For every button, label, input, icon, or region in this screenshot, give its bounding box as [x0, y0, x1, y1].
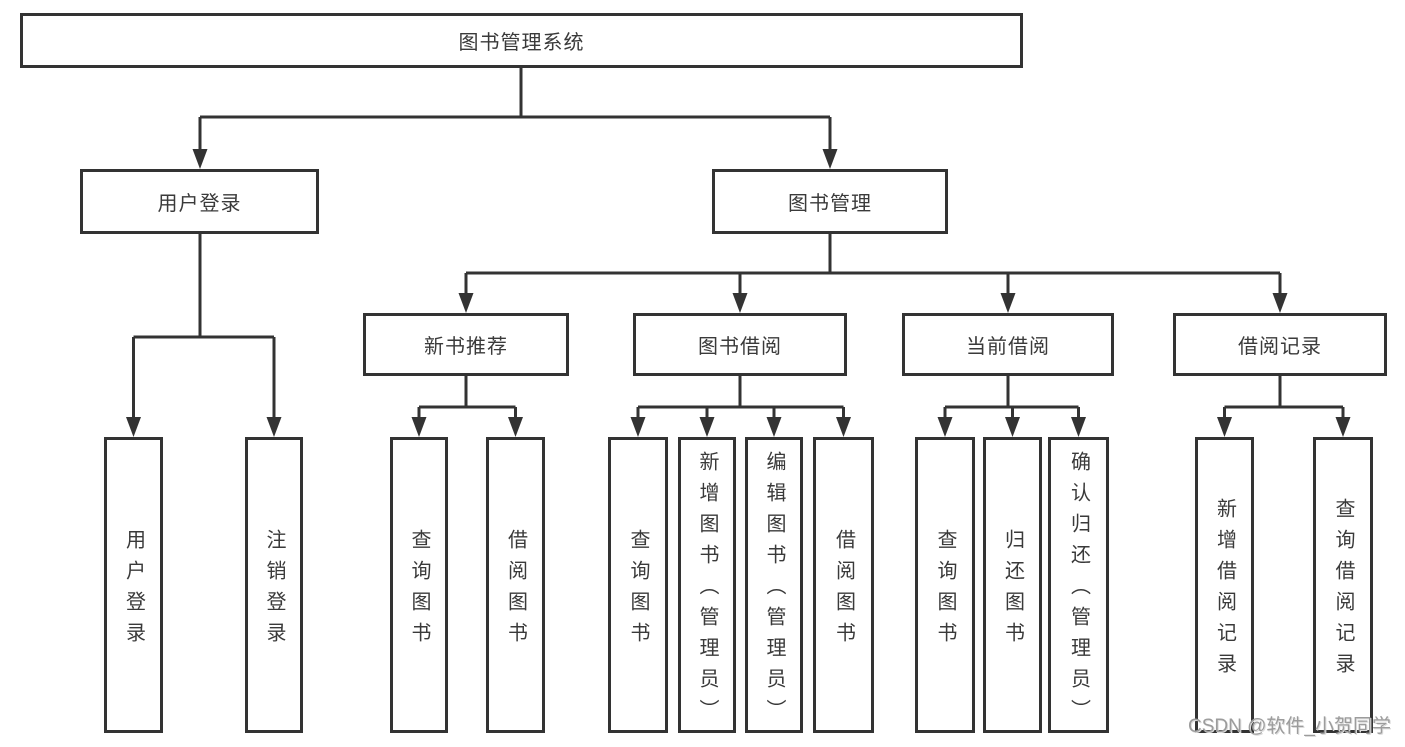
arrowhead-icon — [836, 417, 851, 437]
node-root: 图书管理系统 — [20, 13, 1023, 68]
leaf-user-login: 用户登录 — [104, 437, 163, 733]
node-borrow-records-label: 借阅记录 — [1238, 336, 1322, 358]
arrowhead-icon — [1071, 417, 1086, 437]
leaf-borrow-borrow-books: 借阅图书 — [813, 437, 874, 733]
leaf-newbook-query-books-label: 查询图书 — [408, 528, 430, 653]
arrowhead-icon — [126, 417, 141, 437]
leaf-current-return-books-label: 归还图书 — [1001, 528, 1024, 653]
arrowhead-icon — [1000, 293, 1016, 313]
leaf-logout-label: 注销登录 — [263, 528, 285, 653]
leaf-newbook-borrow-books-label: 借阅图书 — [504, 528, 527, 653]
node-book-management: 图书管理 — [712, 169, 948, 234]
arrowhead-icon — [937, 417, 953, 437]
node-user-login: 用户登录 — [80, 169, 319, 234]
leaf-current-return-books: 归还图书 — [983, 437, 1042, 733]
leaf-user-login-label: 用户登录 — [122, 528, 145, 653]
connector-new-book-children — [411, 376, 523, 437]
connector-current-borrow-children — [937, 376, 1086, 437]
leaf-records-add-label: 新增借阅记录 — [1213, 497, 1236, 684]
leaf-borrow-add-books-admin: 新增图书（管理员） — [678, 437, 736, 733]
leaf-logout: 注销登录 — [245, 437, 303, 733]
leaf-newbook-query-books: 查询图书 — [390, 437, 448, 733]
node-book-borrow-label: 图书借阅 — [698, 336, 782, 358]
leaf-newbook-borrow-books: 借阅图书 — [486, 437, 545, 733]
leaf-records-query-label: 查询借阅记录 — [1332, 497, 1354, 684]
leaf-records-query: 查询借阅记录 — [1313, 437, 1373, 733]
node-user-login-label: 用户登录 — [157, 193, 242, 215]
arrowhead-icon — [1217, 417, 1232, 437]
leaf-borrow-borrow-books-label: 借阅图书 — [832, 528, 855, 653]
arrowhead-icon — [192, 149, 208, 169]
connector-book-management-children — [458, 234, 1288, 313]
node-root-label: 图书管理系统 — [458, 32, 585, 54]
watermark: CSDN @软件_小贺同学 — [1188, 716, 1391, 737]
connector-book-borrow-children — [630, 376, 851, 437]
leaf-current-query-books: 查询图书 — [915, 437, 975, 733]
arrowhead-icon — [266, 417, 282, 437]
leaf-current-query-books-label: 查询图书 — [934, 528, 956, 653]
arrowhead-icon — [458, 293, 474, 313]
node-book-management-label: 图书管理 — [788, 193, 872, 215]
connector-borrow-records-children — [1217, 376, 1351, 437]
connector-root-to-level2 — [192, 68, 838, 169]
node-new-book-recommend: 新书推荐 — [363, 313, 569, 376]
arrowhead-icon — [1335, 417, 1351, 437]
arrowhead-icon — [508, 417, 523, 437]
node-new-book-recommend-label: 新书推荐 — [424, 336, 508, 358]
leaf-current-confirm-return-admin-label: 确认归还（管理员） — [1067, 451, 1090, 730]
arrowhead-icon — [1005, 417, 1020, 437]
leaf-borrow-edit-books-admin-label: 编辑图书（管理员） — [763, 451, 785, 730]
node-current-borrow: 当前借阅 — [902, 313, 1114, 376]
node-borrow-records: 借阅记录 — [1173, 313, 1387, 376]
leaf-borrow-query-books: 查询图书 — [608, 437, 668, 733]
leaf-current-confirm-return-admin: 确认归还（管理员） — [1048, 437, 1109, 733]
arrowhead-icon — [699, 417, 715, 437]
leaf-records-add: 新增借阅记录 — [1195, 437, 1254, 733]
leaf-borrow-edit-books-admin: 编辑图书（管理员） — [745, 437, 803, 733]
connector-user-login-children — [126, 234, 282, 437]
node-book-borrow: 图书借阅 — [633, 313, 847, 376]
arrowhead-icon — [630, 417, 646, 437]
arrowhead-icon — [411, 417, 427, 437]
arrowhead-icon — [822, 149, 838, 169]
leaf-borrow-query-books-label: 查询图书 — [627, 528, 649, 653]
arrowhead-icon — [766, 417, 782, 437]
arrowhead-icon — [732, 293, 748, 313]
arrowhead-icon — [1272, 293, 1288, 313]
leaf-borrow-add-books-admin-label: 新增图书（管理员） — [696, 451, 718, 730]
node-current-borrow-label: 当前借阅 — [966, 336, 1050, 358]
